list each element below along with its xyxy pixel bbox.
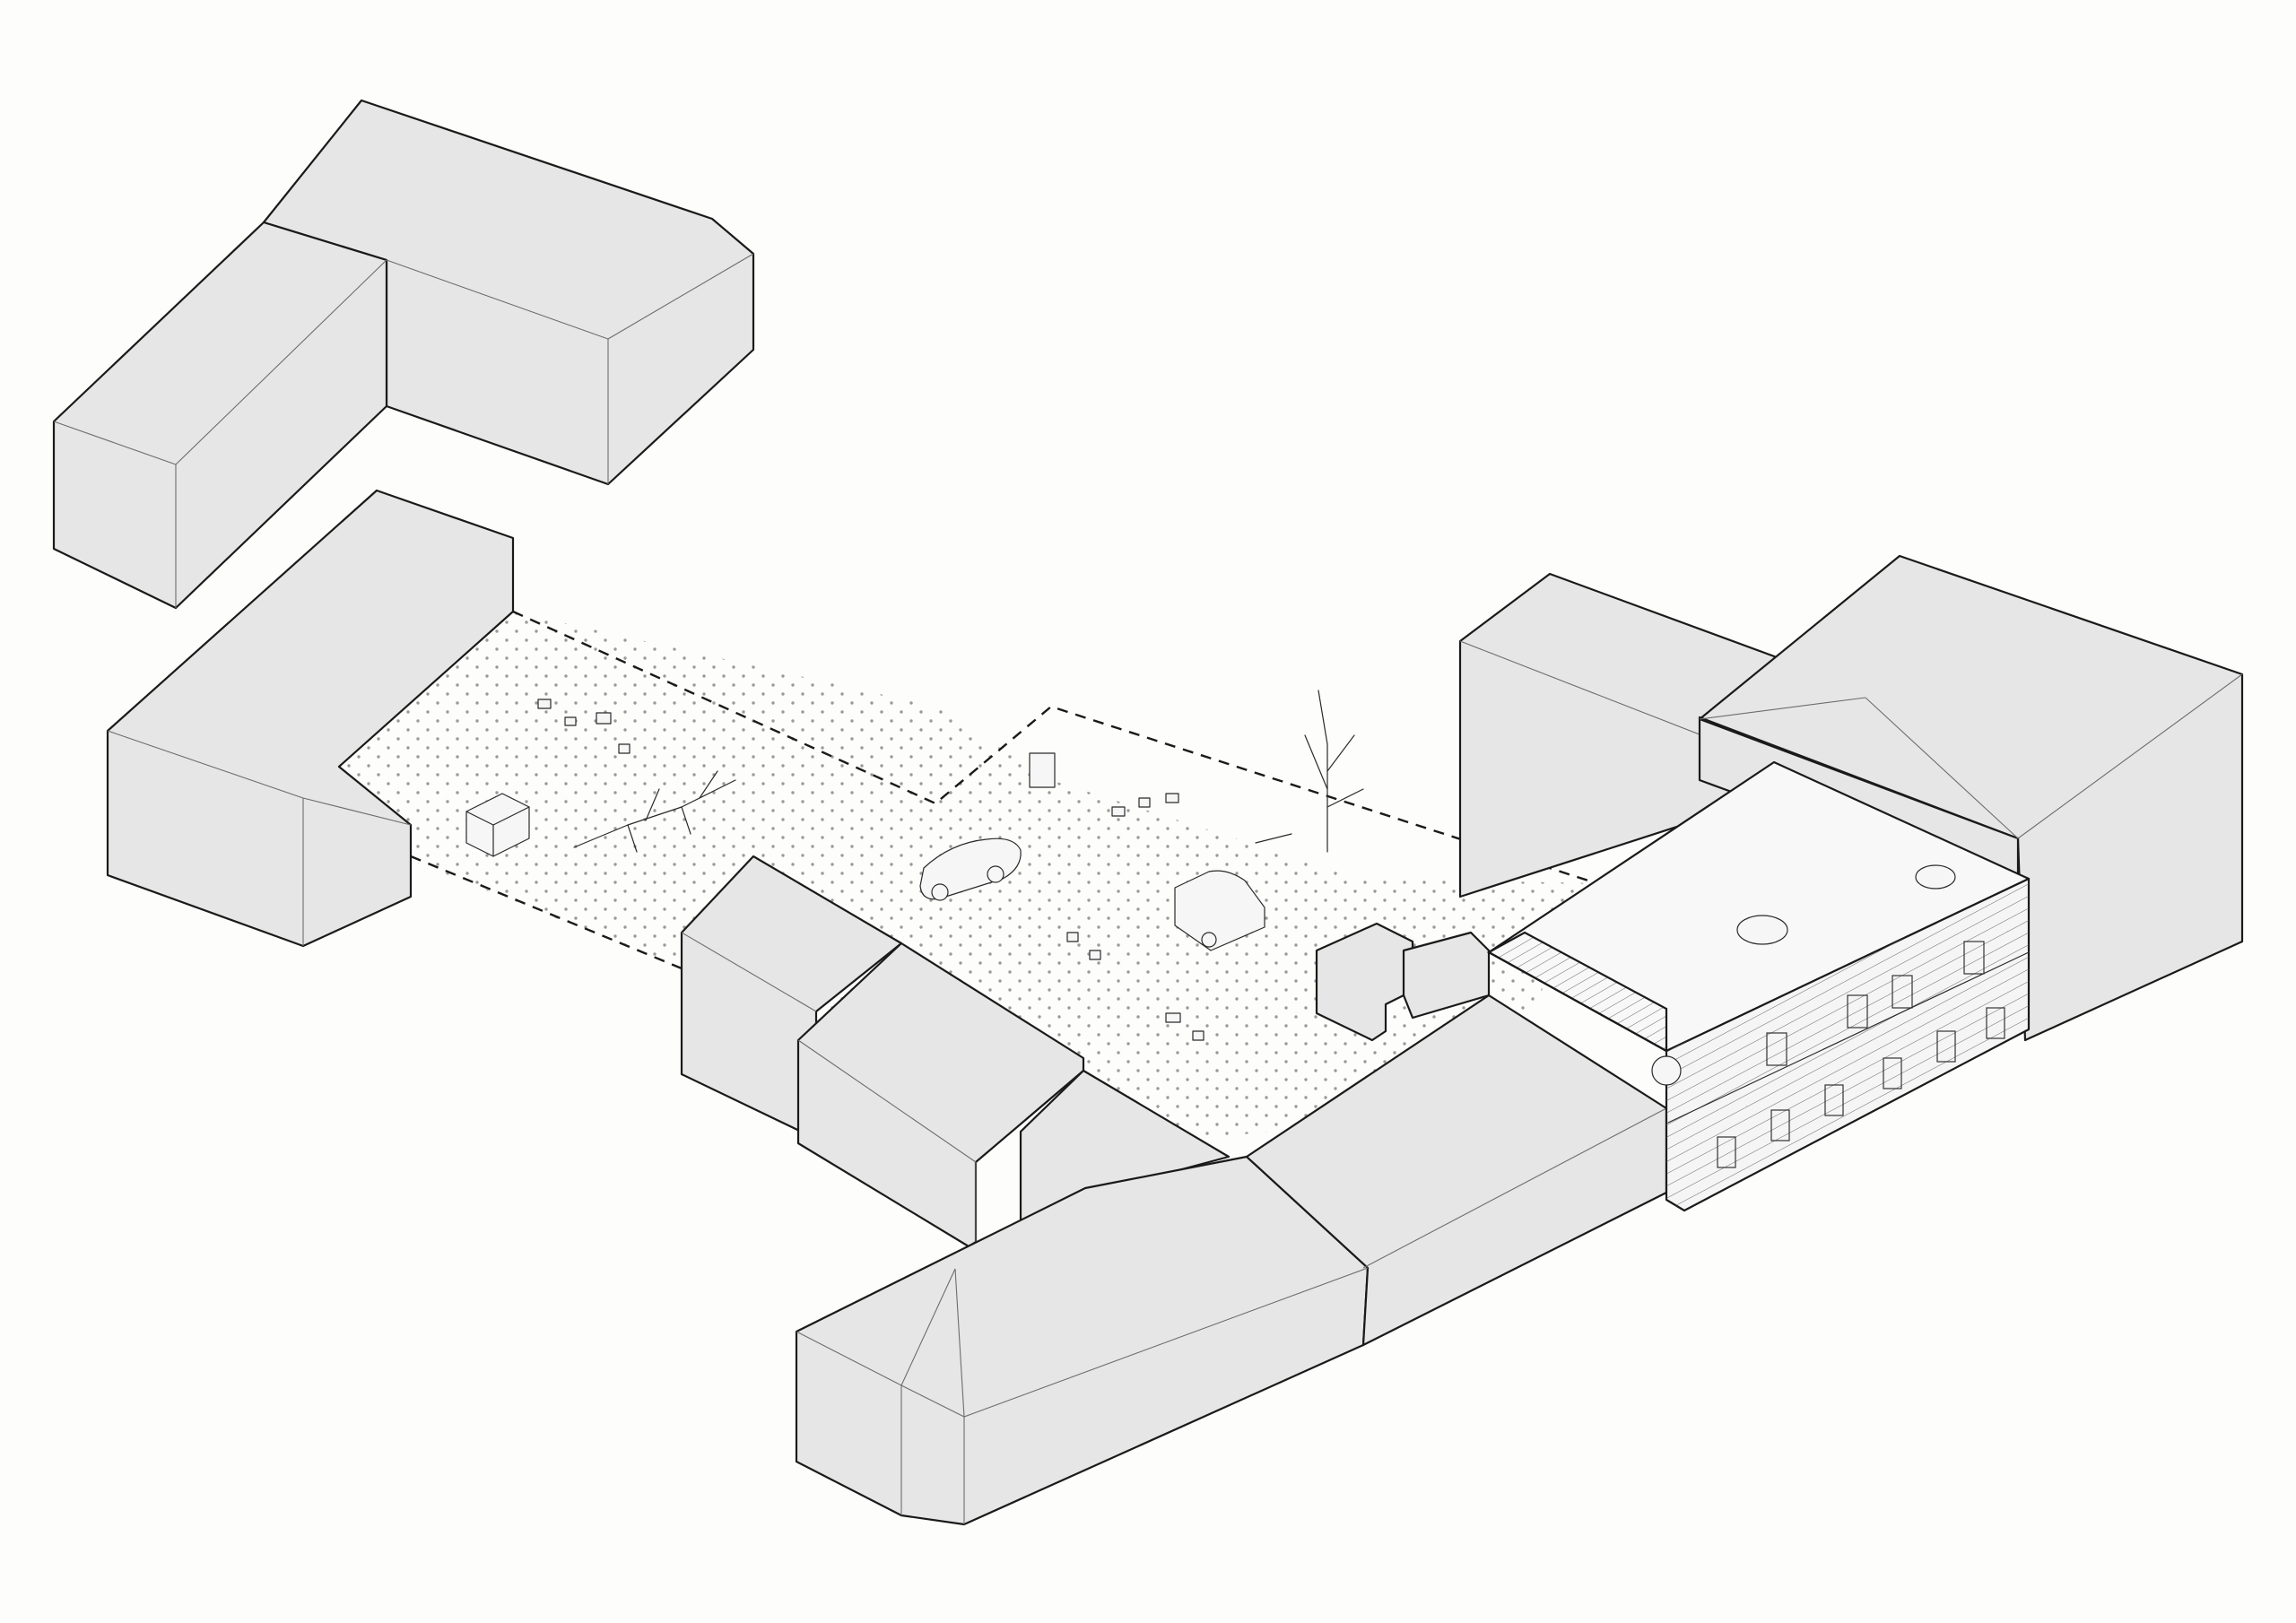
highlighted-building-gable [1486,931,1668,1053]
tree-right [1255,690,1364,853]
scattered-objects [537,699,1205,1041]
outhouse [1029,752,1056,788]
highlighted-building [1486,760,2031,1212]
highlighted-building-windows [1717,941,2005,1168]
building-northwest [52,99,755,610]
tree-left [573,770,736,853]
highlighted-building-clock [1651,1055,1682,1086]
courtyard-boundary [512,610,1597,885]
caravan [1174,870,1265,951]
roof-skylight-2 [1915,864,1956,890]
building-east-small [1315,922,1491,1042]
building-west [106,489,515,948]
garden-shed [465,793,530,857]
roof-skylight-1 [1736,915,1788,945]
parked-car [919,838,1022,901]
